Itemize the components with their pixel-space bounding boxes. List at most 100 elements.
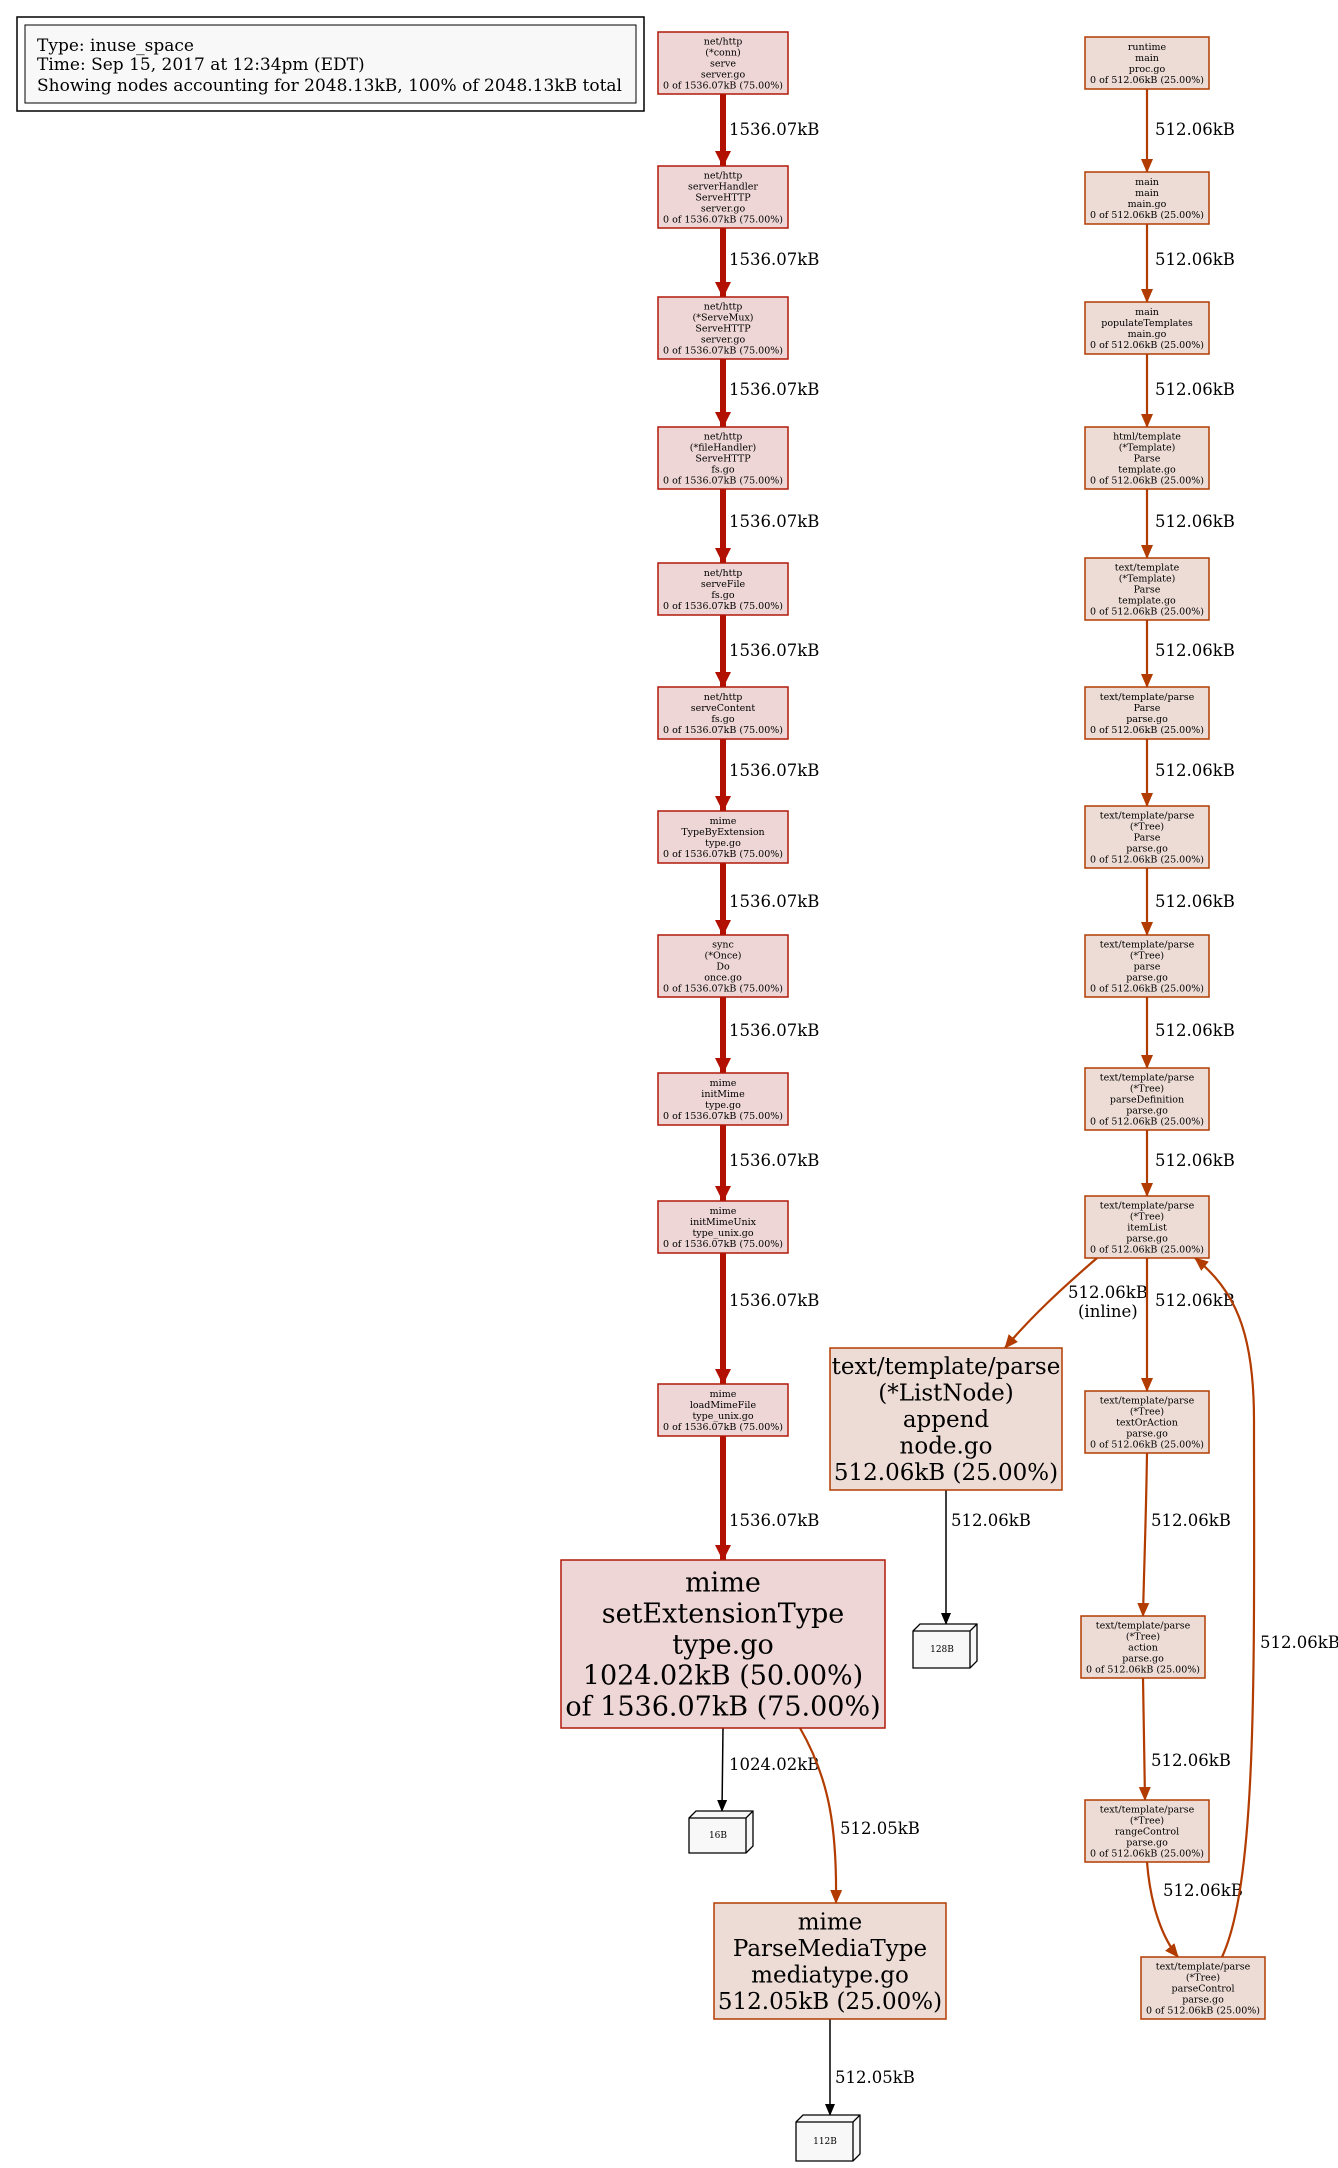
node-label: (*Tree) (1130, 821, 1164, 832)
node-label: 0 of 512.06kB (25.00%) (1090, 1116, 1204, 1127)
node-label: 1024.02kB (50.00%) (583, 1660, 863, 1691)
edge-o10-o12: 512.06kB (1141, 1258, 1235, 1392)
edge-o15-o10: 512.06kB (1194, 1257, 1338, 1958)
node-label: parse.go (1122, 1653, 1164, 1664)
node-label: net/http (704, 170, 743, 181)
node-label: main.go (1128, 199, 1167, 210)
node-label: (*Tree) (1130, 1406, 1164, 1417)
node-o14[interactable]: text/template/parse(*Tree)rangeControlpa… (1084, 1799, 1210, 1863)
node-label: Parse (1134, 832, 1161, 843)
node-label: (*fileHandler) (690, 442, 757, 453)
node-label: fs.go (711, 714, 734, 725)
node-label: 0 of 512.06kB (25.00%) (1090, 210, 1204, 221)
node-label: 0 of 512.06kB (25.00%) (1146, 2005, 1260, 2016)
node-l1[interactable]: 16B (688, 1810, 754, 1854)
node-label: Parse (1134, 584, 1161, 595)
node-o9[interactable]: text/template/parse(*Tree)parseDefinitio… (1084, 1067, 1210, 1131)
node-box (1084, 805, 1210, 869)
node-l2[interactable]: 112B (795, 2114, 861, 2162)
edge-n11-n12: 1536.07kB (715, 1436, 819, 1561)
node-label: parse.go (1126, 1105, 1168, 1116)
node-label: (*Tree) (1130, 1211, 1164, 1222)
node-label: 0 of 1536.07kB (75.00%) (663, 983, 783, 994)
edge-label: 1536.07kB (729, 250, 819, 269)
leaf-box (912, 1623, 978, 1669)
node-o13[interactable]: text/template/parse(*Tree)actionparse.go… (1080, 1615, 1206, 1679)
edge-o11-l3: 512.06kB (941, 1490, 1031, 1625)
edge-label: 512.06kB (1155, 1021, 1235, 1040)
node-label: serveContent (691, 703, 756, 714)
node-label: text/template/parse (1096, 1620, 1191, 1631)
edge-o9-o10: 512.06kB (1141, 1130, 1235, 1197)
node-l3[interactable]: 128B (912, 1623, 978, 1669)
node-label: mime (710, 1078, 737, 1089)
edge-n9-n10: 1536.07kB (715, 1125, 819, 1202)
node-n2[interactable]: net/httpserverHandlerServeHTTPserver.go0… (657, 165, 789, 229)
node-label: fs.go (711, 464, 734, 475)
leaf-box (688, 1810, 754, 1854)
node-label: template.go (1118, 464, 1176, 475)
node-label: template.go (1118, 595, 1176, 606)
node-label: 0 of 1536.07kB (75.00%) (663, 1239, 783, 1250)
node-o10[interactable]: text/template/parse(*Tree)itemListparse.… (1084, 1195, 1210, 1259)
node-label: 0 of 1536.07kB (75.00%) (663, 849, 783, 860)
node-label: parse.go (1126, 1428, 1168, 1439)
node-label: mime (710, 816, 737, 827)
node-o4[interactable]: html/template(*Template)Parsetemplate.go… (1084, 426, 1210, 490)
node-label: main (1135, 177, 1159, 188)
edge-label: 512.06kB (1151, 1511, 1231, 1530)
node-o15[interactable]: text/template/parse(*Tree)parseControlpa… (1140, 1956, 1266, 2020)
node-label: type_unix.go (692, 1228, 753, 1239)
node-label: (*ServeMux) (692, 312, 753, 323)
node-o7[interactable]: text/template/parse(*Tree)Parseparse.go0… (1084, 805, 1210, 869)
node-box (1084, 1067, 1210, 1131)
edge-label: 512.05kB (835, 2068, 915, 2087)
node-o12[interactable]: text/template/parse(*Tree)textOrActionpa… (1084, 1390, 1210, 1454)
node-box (1080, 1615, 1206, 1679)
node-label: ParseMediaType (733, 1936, 927, 1962)
node-o5[interactable]: text/template(*Template)Parsetemplate.go… (1084, 557, 1210, 621)
node-label: setExtensionType (602, 1598, 845, 1629)
edge-n5-n6: 1536.07kB (715, 615, 819, 688)
node-label: (*Once) (704, 950, 741, 961)
edge-o6-o7: 512.06kB (1141, 739, 1235, 807)
node-label: net/http (704, 36, 743, 47)
node-label: parse.go (1126, 972, 1168, 983)
edge-label: 512.06kB (1260, 1633, 1338, 1652)
node-o11[interactable]: text/template/parse(*ListNode)appendnode… (829, 1347, 1063, 1491)
edge-o2-o3: 512.06kB (1141, 224, 1235, 303)
node-box (1084, 1799, 1210, 1863)
node-label: Parse (1134, 703, 1161, 714)
node-label: main (1135, 53, 1159, 64)
node-label: net/http (704, 692, 743, 703)
edge-n13-l2: 512.05kB (825, 2019, 915, 2116)
node-label: runtime (1128, 42, 1167, 53)
node-label: 0 of 1536.07kB (75.00%) (663, 475, 783, 486)
leaf-box-edge (913, 1623, 978, 1668)
edge-n6-n7: 1536.07kB (715, 739, 819, 812)
node-label: server.go (701, 69, 746, 80)
node-o8[interactable]: text/template/parse(*Tree)parseparse.go0… (1084, 934, 1210, 998)
node-label: itemList (1127, 1222, 1167, 1233)
node-box (1084, 686, 1210, 740)
node-label: type.go (672, 1629, 774, 1660)
edge-label: 512.06kB (1155, 120, 1235, 139)
node-box (1140, 1956, 1266, 2020)
